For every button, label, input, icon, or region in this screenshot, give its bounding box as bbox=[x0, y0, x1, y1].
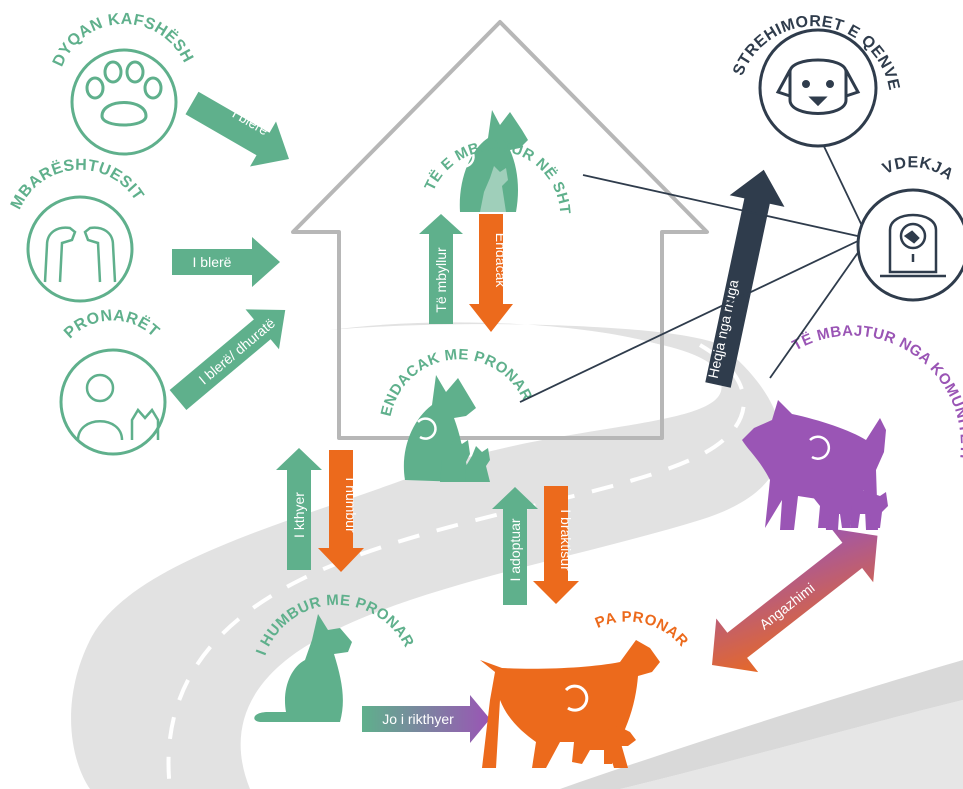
lost-arrow-label: I humbur bbox=[343, 477, 359, 533]
owners-arrow-label: I blerë/ dhuratë bbox=[196, 315, 279, 388]
not-returned-arrow-label: Jo i rikthyer bbox=[382, 711, 454, 727]
cycle-icon bbox=[564, 684, 589, 712]
owners-arrow: I blerë/ dhuratë bbox=[169, 309, 286, 410]
death-node: VDEKJA bbox=[856, 154, 963, 302]
community-node: TË MBAJTUR NGA KOMUNITETI bbox=[742, 322, 963, 530]
community-dogs-icon bbox=[742, 400, 888, 530]
owner-with-dog-icon bbox=[76, 373, 160, 441]
abandoned-arrow: I braktisur bbox=[533, 486, 579, 604]
not-returned-arrow: Jo i rikthyer bbox=[362, 695, 490, 743]
roaming-arrow-label: Endacak bbox=[493, 233, 509, 288]
house-outline bbox=[291, 20, 709, 440]
adopted-arrow: I adoptuar bbox=[492, 487, 538, 605]
owned-roaming-icon bbox=[403, 375, 490, 482]
shelters-node: STREHIMORET E QENVE bbox=[730, 13, 902, 148]
breeders-arrow: I blerë bbox=[172, 237, 280, 287]
roaming-arrow: Endacak bbox=[469, 214, 513, 332]
pet-shop-arrow: I blerë bbox=[185, 91, 289, 167]
community-engagement-arrow: Angazhimi i komunitetit bbox=[712, 528, 878, 673]
unowned-dog-icon bbox=[480, 640, 660, 768]
confined-arrow: Të mbyllur bbox=[419, 214, 463, 324]
owners-source: PRONARËT bbox=[59, 307, 167, 456]
dog-face-icon bbox=[775, 58, 861, 115]
two-dogs-icon bbox=[43, 226, 117, 283]
gravestone-icon bbox=[880, 213, 946, 278]
pet-shop-source: DYQAN KAFSHËSH bbox=[50, 11, 196, 156]
cycle-icon bbox=[809, 435, 831, 460]
cycle-icon bbox=[455, 145, 475, 168]
paw-icon bbox=[85, 60, 163, 127]
death-label: VDEKJA bbox=[880, 154, 956, 184]
confined-arrow-label: Të mbyllur bbox=[433, 247, 449, 313]
lost-arrow: I humbur bbox=[318, 450, 364, 572]
adopted-arrow-label: I adoptuar bbox=[507, 518, 523, 581]
owners-label: PRONARËT bbox=[61, 307, 162, 342]
returned-arrow: I kthyer bbox=[276, 448, 322, 570]
breeders-arrow-label: I blerë bbox=[193, 254, 232, 270]
home-dogs-icon bbox=[459, 110, 528, 212]
breeders-source: MBARËSHTUESIT bbox=[8, 157, 147, 303]
death-connector-lines bbox=[519, 137, 865, 403]
breeders-label: MBARËSHTUESIT bbox=[8, 157, 147, 213]
unowned-node: PA PRONAR bbox=[480, 609, 691, 768]
cycle-icon bbox=[417, 417, 437, 440]
sitting-dog-icon bbox=[254, 614, 352, 722]
abandoned-arrow-label: I braktisur bbox=[558, 509, 574, 571]
returned-arrow-label: I kthyer bbox=[291, 492, 307, 538]
pet-shop-label: DYQAN KAFSHËSH bbox=[50, 11, 196, 69]
